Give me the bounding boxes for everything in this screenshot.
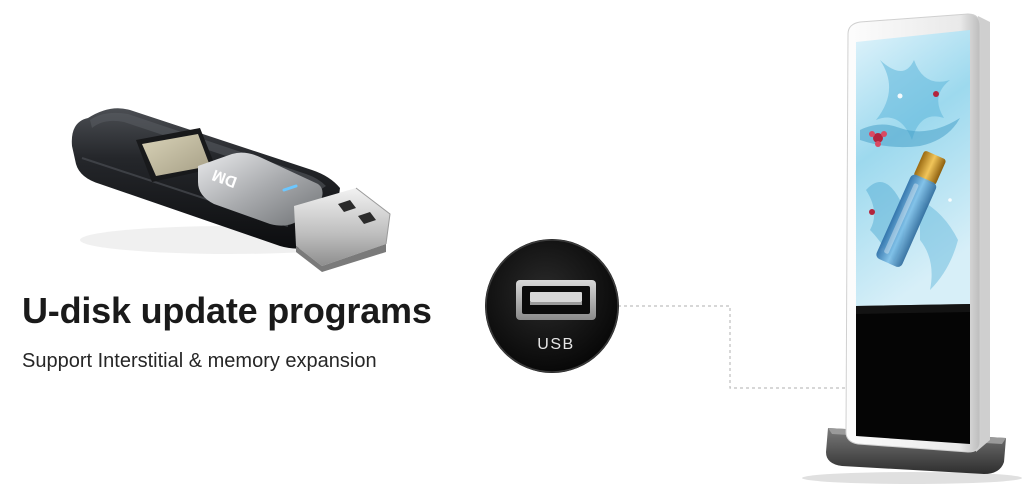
subheadline: Support Interstitial & memory expansion [22, 350, 377, 372]
led-indicator-icon [282, 184, 298, 192]
flower-icon [869, 91, 939, 215]
product-bottle [876, 151, 946, 267]
usb-port-label: USB [537, 336, 574, 353]
digital-signage-kiosk [802, 13, 1022, 484]
usb-port-icon [516, 280, 596, 320]
usb-flash-drive: DM [71, 108, 391, 272]
usb-port-callout: USB [485, 239, 619, 373]
fingerprint-sensor-icon [142, 134, 210, 176]
dashed-connector-line [612, 305, 845, 389]
headline: U-disk update programs [22, 290, 432, 331]
